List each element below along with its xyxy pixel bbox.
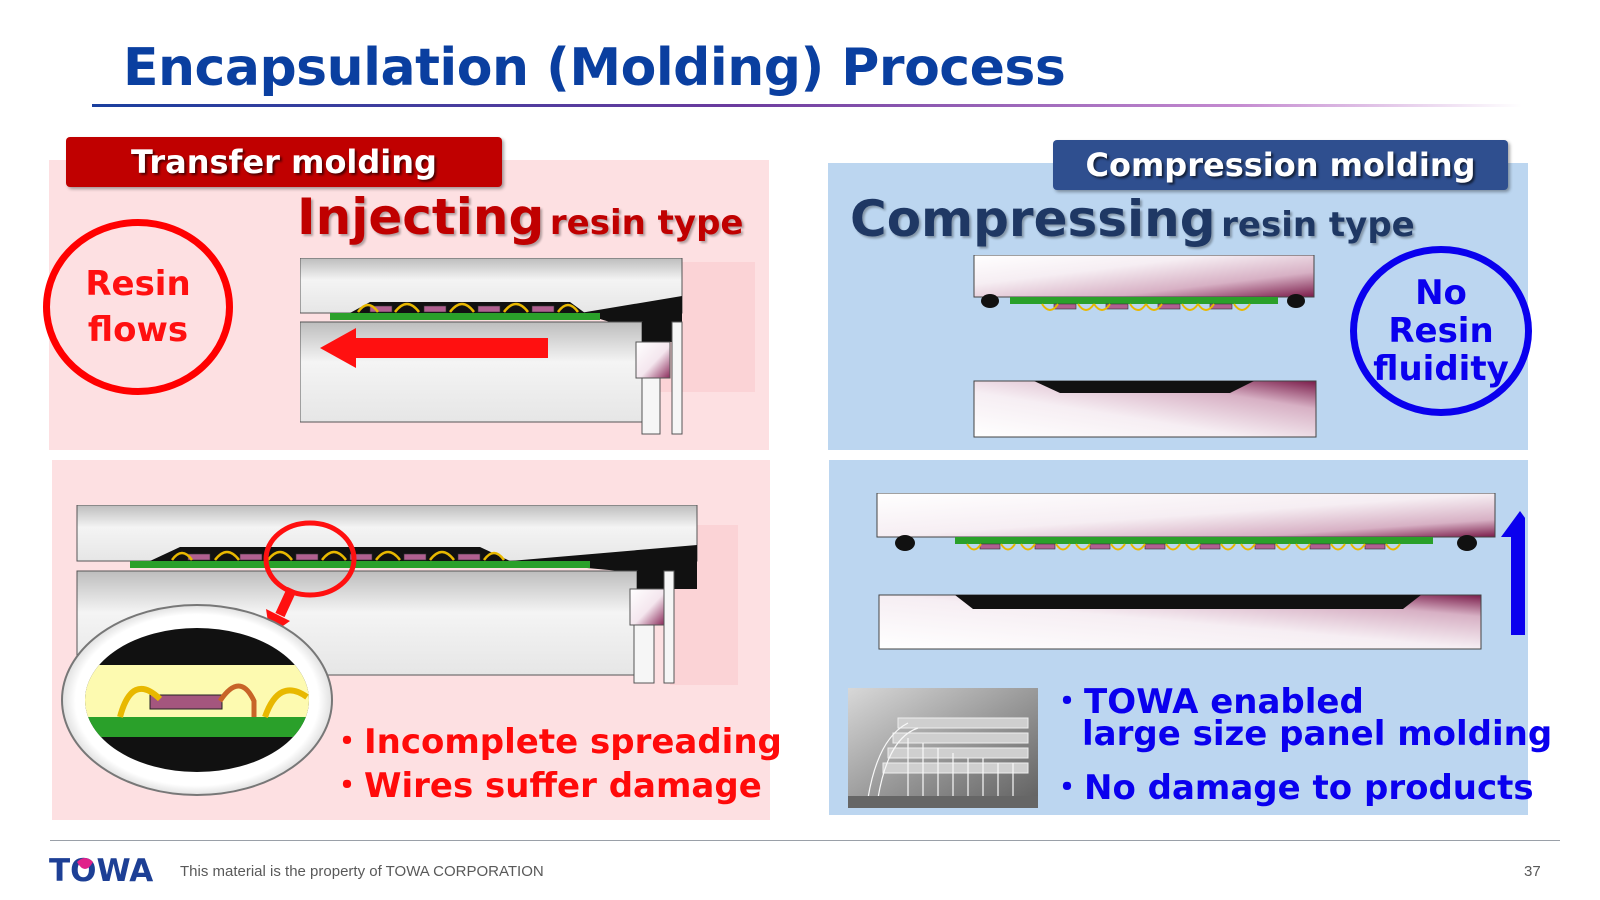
bullet-large-panel: large size panel molding <box>1082 714 1553 754</box>
footer-copyright: This material is the property of TOWA CO… <box>180 863 544 880</box>
compression-mold-diagram-bottom <box>876 493 1525 650</box>
stacked-die-photo <box>848 688 1038 808</box>
logo-text: TOWA <box>49 853 153 886</box>
footer-divider <box>50 840 1560 841</box>
transfer-headline: Injecting resin type <box>297 188 743 246</box>
transfer-molding-tag: Transfer molding <box>66 137 502 187</box>
compression-mold-diagram-top <box>973 255 1317 438</box>
title-underline <box>92 104 1522 107</box>
no-resin-line1: No <box>1415 273 1467 313</box>
compression-headline-small: resin type <box>1221 205 1415 245</box>
bullet-wires-damage: ・Wires suffer damage <box>330 766 762 806</box>
transfer-mold-diagram-top <box>300 258 755 435</box>
bullet-towa-enabled: ・TOWA enabled <box>1050 682 1364 722</box>
bullet-incomplete-spreading: ・Incomplete spreading <box>330 722 782 762</box>
no-resin-line2: Resin <box>1388 311 1494 351</box>
resin-flows-circle: Resin flows <box>43 219 233 395</box>
compression-headline-big: Compressing <box>850 190 1216 248</box>
no-resin-fluidity-circle: No Resin fluidity <box>1350 246 1532 416</box>
no-resin-line3: fluidity <box>1373 349 1509 389</box>
transfer-headline-small: resin type <box>549 203 744 243</box>
resin-flows-line2: flows <box>87 310 189 350</box>
compression-headline: Compressing resin type <box>850 190 1415 248</box>
bullet-no-damage: ・No damage to products <box>1050 768 1534 808</box>
transfer-mold-diagram-bottom <box>61 505 738 796</box>
resin-flows-line1: Resin <box>85 264 191 304</box>
slide-title: Encapsulation (Molding) Process <box>123 38 1066 98</box>
towa-logo: TOWA <box>49 853 153 886</box>
page-number: 37 <box>1524 863 1541 880</box>
transfer-headline-big: Injecting <box>297 188 545 246</box>
compression-molding-tag: Compression molding <box>1053 140 1508 190</box>
